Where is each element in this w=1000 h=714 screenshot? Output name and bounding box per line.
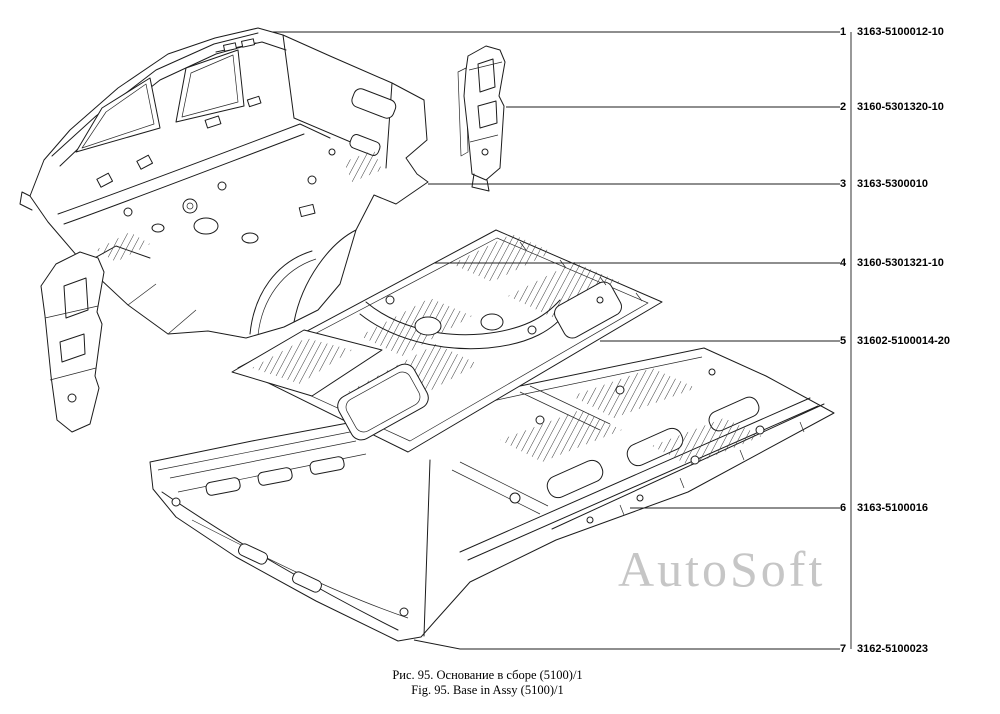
callout-row-1: 1 3163-5100012-10: [838, 25, 944, 39]
front-floor-panel-drawing: [231, 229, 663, 453]
callout-number: 3: [839, 178, 847, 190]
callout-number: 2: [839, 101, 847, 113]
callout-number: 7: [839, 643, 847, 655]
callout-number: 4: [839, 257, 847, 269]
callout-part-number: 3160-5301321-10: [857, 257, 944, 269]
rear-floor-assembly-drawing: [149, 347, 835, 642]
callout-number: 1: [839, 26, 847, 38]
leader-lines: [272, 31, 840, 650]
cowl-panel-assembly-drawing: [19, 27, 429, 339]
leader-7: [413, 639, 840, 650]
caption-ru: Рис. 95. Основание в сборе (5100)/1: [392, 668, 583, 682]
caption-en: Fig. 95. Base in Assy (5100)/1: [411, 682, 564, 697]
callout-part-number: 31602-5100014-20: [857, 335, 950, 347]
front-pillar-left-drawing: [40, 251, 105, 433]
callout-row-7: 7 3162-5100023: [838, 642, 928, 656]
callout-row-4: 4 3160-5301321-10: [838, 256, 944, 270]
callout-number: 6: [839, 502, 847, 514]
watermark: AutoSoft: [618, 541, 826, 597]
callout-part-number: 3160-5301320-10: [857, 101, 944, 113]
callout-row-5: 5 31602-5100014-20: [838, 334, 950, 348]
callout-row-3: 3 3163-5300010: [838, 177, 928, 191]
callout-part-number: 3162-5100023: [857, 643, 928, 655]
front-pillar-right-drawing: [457, 45, 506, 192]
callout-number: 5: [839, 335, 847, 347]
callout-part-number: 3163-5100016: [857, 502, 928, 514]
figure-caption: Рис. 95. Основание в сборе (5100)/1 Fig.…: [0, 668, 975, 697]
callout-row-6: 6 3163-5100016: [838, 501, 928, 515]
callout-part-number: 3163-5100012-10: [857, 26, 944, 38]
callout-row-2: 2 3160-5301320-10: [838, 100, 944, 114]
callout-part-number: 3163-5300010: [857, 178, 928, 190]
